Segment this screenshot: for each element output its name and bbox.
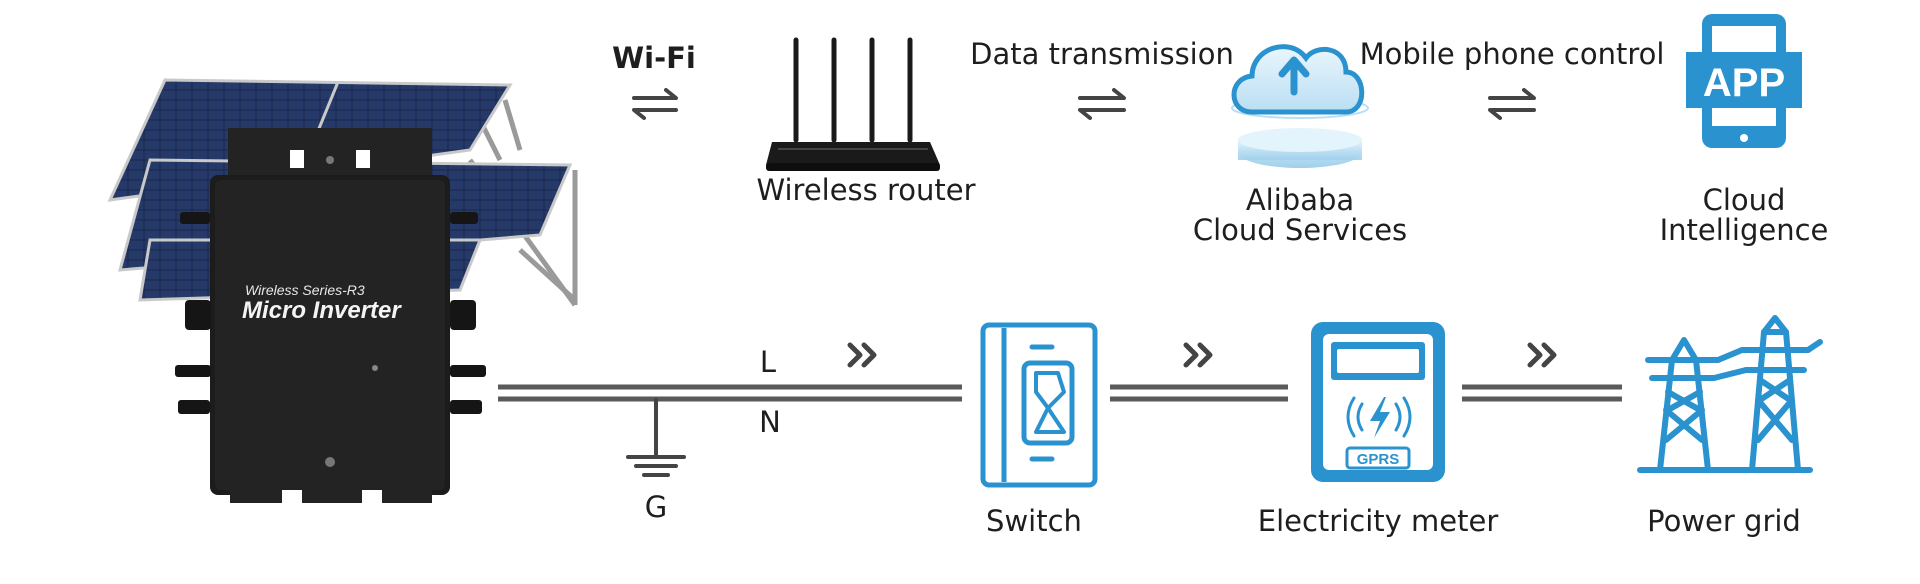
app-text: APP bbox=[1703, 61, 1785, 105]
ground-label: G bbox=[645, 490, 667, 524]
meter-label: Electricity meter bbox=[1258, 504, 1499, 538]
inverter-name-text: Micro Inverter bbox=[242, 297, 402, 324]
exchange-arrows-icon bbox=[632, 88, 678, 120]
flow-chevron-icon bbox=[1527, 342, 1557, 368]
data-transmission-label: Data transmission bbox=[970, 37, 1234, 71]
inverter-series-text: Wireless Series-R3 bbox=[245, 282, 365, 298]
app-tablet-icon: APP bbox=[1686, 14, 1802, 148]
power-grid-tower-icon bbox=[1637, 315, 1823, 473]
micro-inverter: Wireless Series-R3 Micro Inverter bbox=[175, 128, 486, 503]
power-line bbox=[498, 384, 1622, 402]
flow-chevron-icon bbox=[847, 342, 877, 368]
cloud-upload-icon bbox=[1231, 44, 1369, 168]
cloud-label-line2: Cloud Services bbox=[1193, 213, 1407, 247]
intelligence-label-line2: Intelligence bbox=[1660, 213, 1829, 247]
meter-gprs-text: GPRS bbox=[1357, 451, 1400, 468]
ground-symbol-icon bbox=[626, 398, 686, 477]
cloud-label-line1: Alibaba bbox=[1246, 183, 1354, 217]
flow-chevron-icon bbox=[1183, 342, 1213, 368]
router-label: Wireless router bbox=[756, 173, 975, 207]
electricity-meter-icon: GPRS bbox=[1311, 322, 1445, 482]
exchange-arrows-icon bbox=[1488, 88, 1536, 120]
line-n-label: N bbox=[759, 405, 781, 439]
exchange-arrows-icon bbox=[1078, 88, 1126, 120]
line-l-label: L bbox=[760, 345, 776, 379]
intelligence-label-line1: Cloud bbox=[1703, 183, 1786, 217]
switch-icon bbox=[980, 322, 1098, 488]
wifi-label: Wi-Fi bbox=[612, 41, 696, 75]
router-icon bbox=[766, 37, 940, 171]
mobile-control-label: Mobile phone control bbox=[1360, 37, 1665, 71]
power-grid-label: Power grid bbox=[1647, 504, 1801, 538]
switch-label: Switch bbox=[986, 504, 1082, 538]
